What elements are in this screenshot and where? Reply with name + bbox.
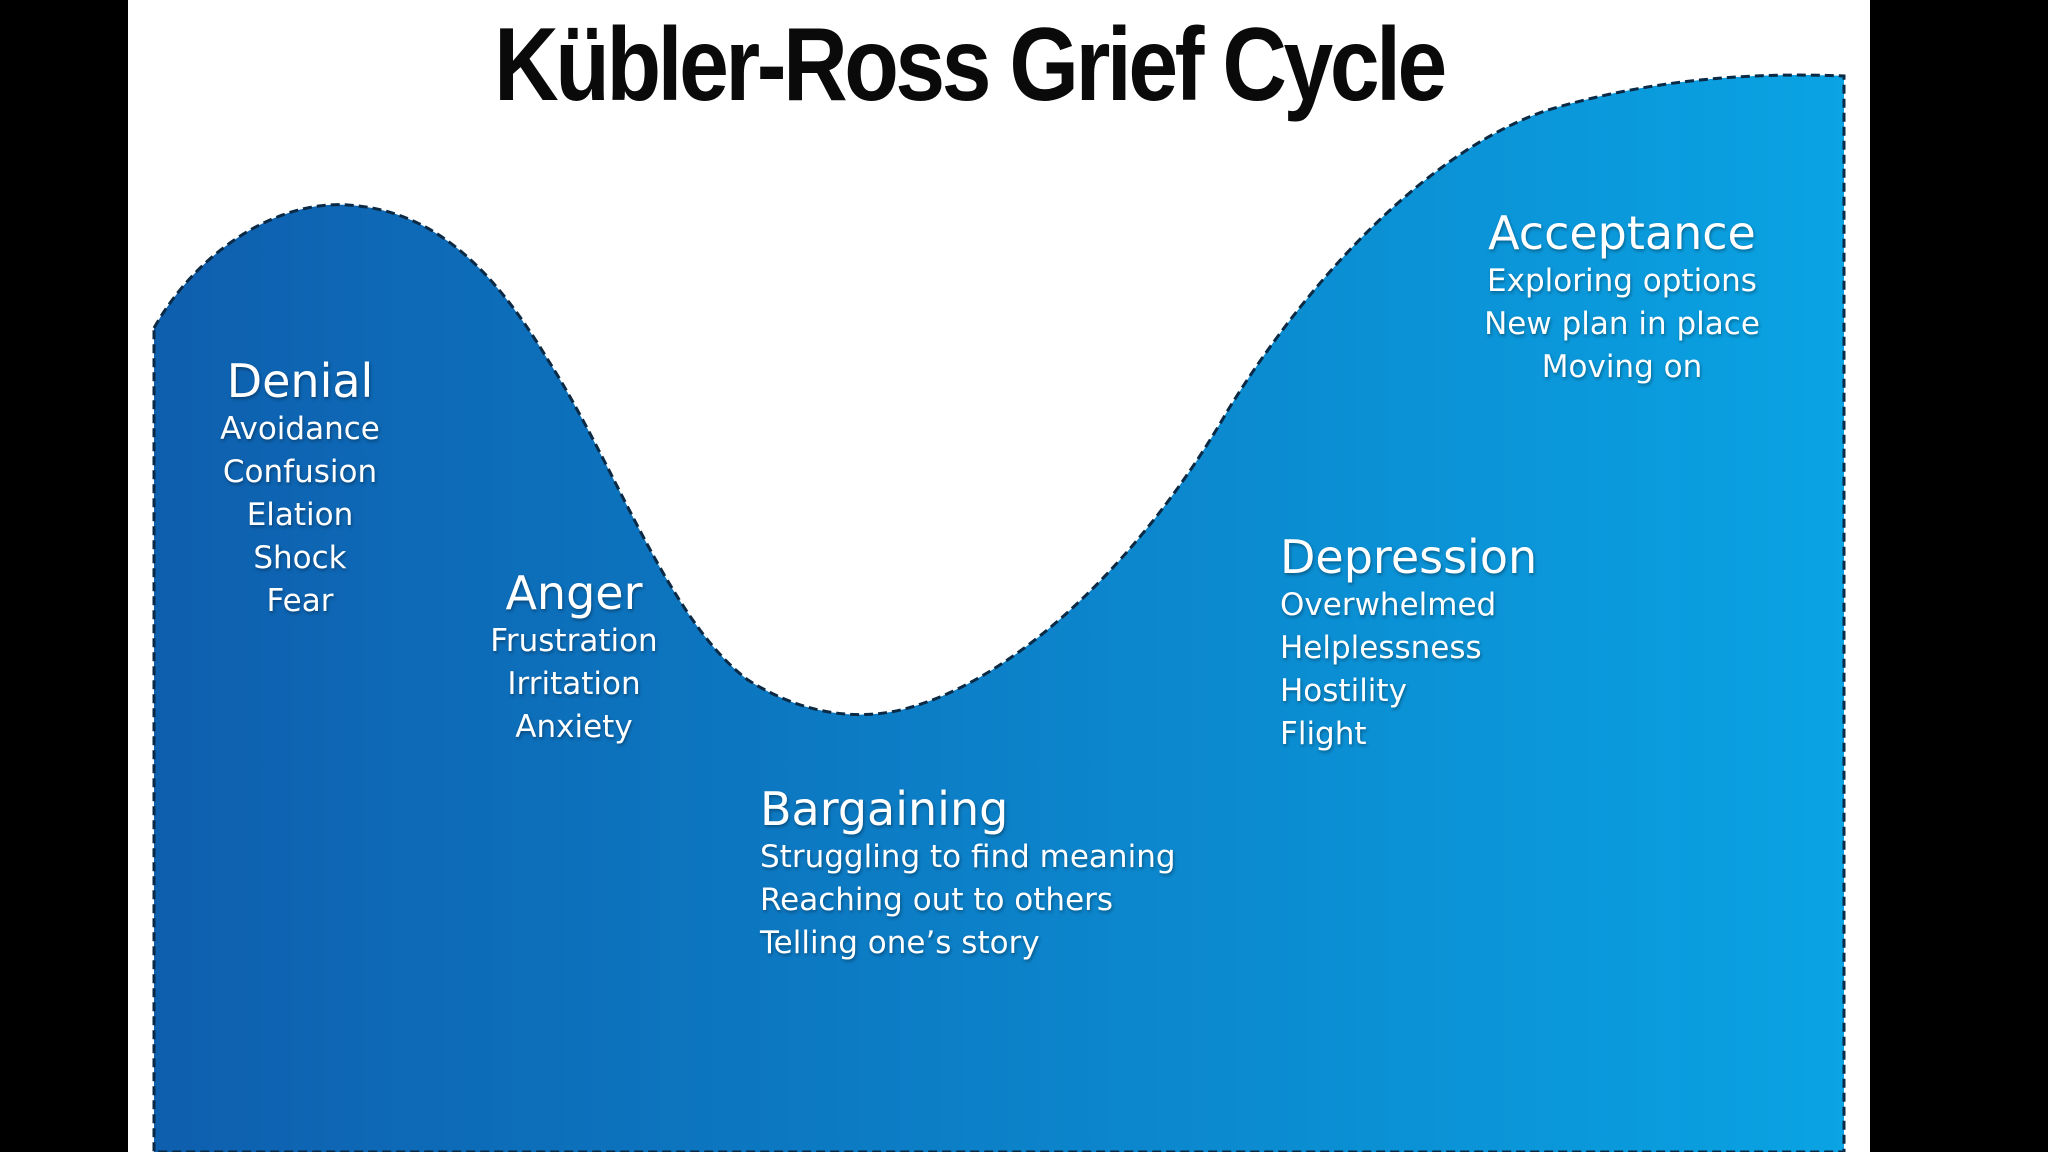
- stage-acceptance-items: Exploring options New plan in place Movi…: [1472, 260, 1772, 389]
- wave-fill: [152, 73, 1846, 1152]
- list-item: Elation: [246, 497, 354, 533]
- stage-bargaining: Bargaining Struggling to find meaning Re…: [760, 782, 1240, 965]
- diagram-title: Kübler-Ross Grief Cycle: [494, 7, 1447, 123]
- list-item: Flight: [1280, 716, 1367, 752]
- stage-denial: Denial Avoidance Confusion Elation Shock…: [190, 354, 410, 623]
- list-item: Anxiety: [515, 709, 633, 745]
- list-item: Overwhelmed: [1280, 587, 1497, 623]
- list-item: Helplessness: [1280, 630, 1482, 666]
- stage-bargaining-name: Bargaining: [760, 782, 1009, 836]
- list-item: Shock: [253, 540, 347, 576]
- stage-denial-name: Denial: [226, 354, 374, 408]
- stage-anger-items: Frustration Irritation Anxiety: [474, 620, 674, 749]
- stage-bargaining-items: Struggling to find meaning Reaching out …: [760, 836, 1240, 965]
- list-item: Exploring options: [1487, 263, 1757, 299]
- list-item: New plan in place: [1484, 306, 1760, 342]
- stage-anger-name: Anger: [505, 566, 643, 620]
- list-item: Frustration: [490, 623, 658, 659]
- stage-acceptance: Acceptance Exploring options New plan in…: [1472, 206, 1772, 389]
- list-item: Telling one’s story: [760, 925, 1040, 961]
- stage-depression-name: Depression: [1280, 530, 1538, 584]
- grief-curve: [152, 73, 1846, 1152]
- stage-depression-items: Overwhelmed Helplessness Hostility Fligh…: [1280, 584, 1600, 756]
- list-item: Fear: [266, 583, 334, 619]
- diagram-panel: Kübler-Ross Grief Cycle Denial Avoidance…: [128, 0, 1870, 1152]
- stage-anger: Anger Frustration Irritation Anxiety: [474, 566, 674, 749]
- stage-depression: Depression Overwhelmed Helplessness Host…: [1280, 530, 1600, 756]
- list-item: Avoidance: [220, 411, 380, 447]
- list-item: Struggling to find meaning: [760, 839, 1176, 875]
- list-item: Confusion: [222, 454, 378, 490]
- list-item: Moving on: [1541, 349, 1703, 385]
- list-item: Irritation: [507, 666, 641, 702]
- stage-denial-items: Avoidance Confusion Elation Shock Fear: [190, 408, 410, 623]
- stage-acceptance-name: Acceptance: [1488, 206, 1756, 260]
- list-item: Reaching out to others: [760, 882, 1114, 918]
- list-item: Hostility: [1280, 673, 1407, 709]
